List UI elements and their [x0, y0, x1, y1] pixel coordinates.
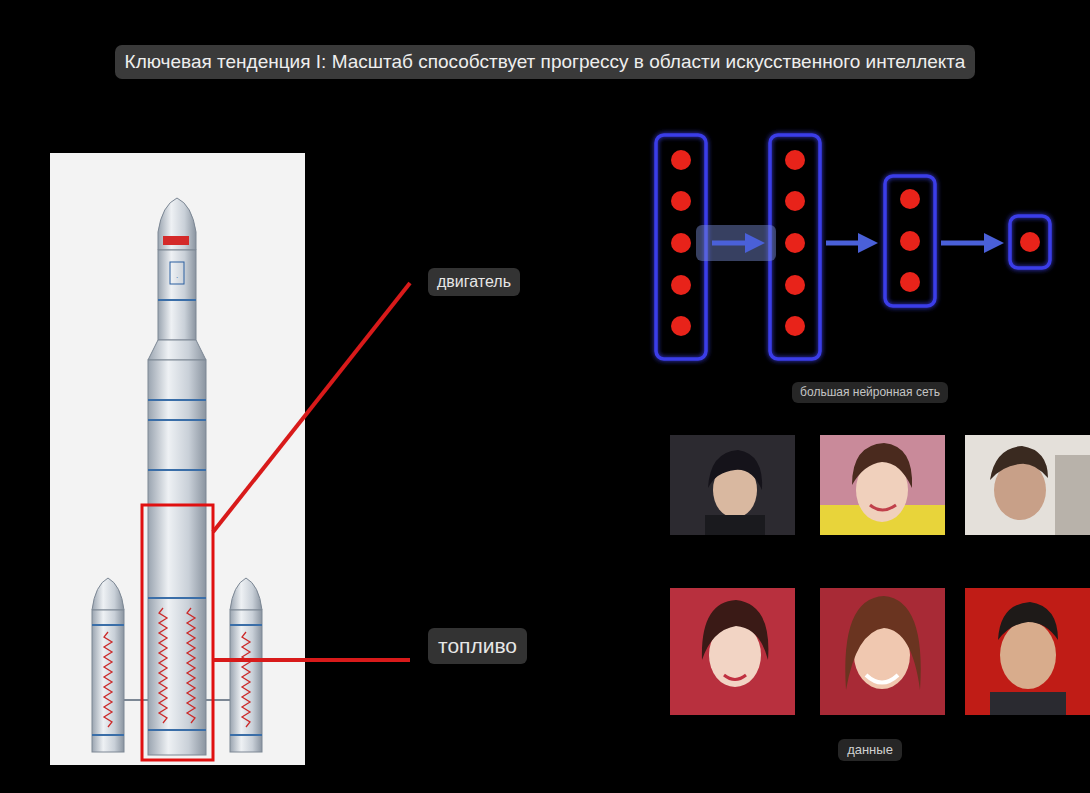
- part-label: топливо: [428, 628, 527, 664]
- face-photos: [670, 435, 1090, 715]
- neural-network-figure: [656, 135, 1050, 359]
- part-label: двигатель: [428, 268, 520, 296]
- figure-caption: данные: [838, 739, 902, 761]
- figure-caption: большая нейронная сеть: [792, 382, 948, 403]
- leader-line: [213, 283, 410, 660]
- rocket-figure: ·: [50, 153, 305, 765]
- slide-title: Ключевая тенденция I: Масштаб способству…: [115, 45, 976, 79]
- svg-text:·: ·: [176, 273, 179, 282]
